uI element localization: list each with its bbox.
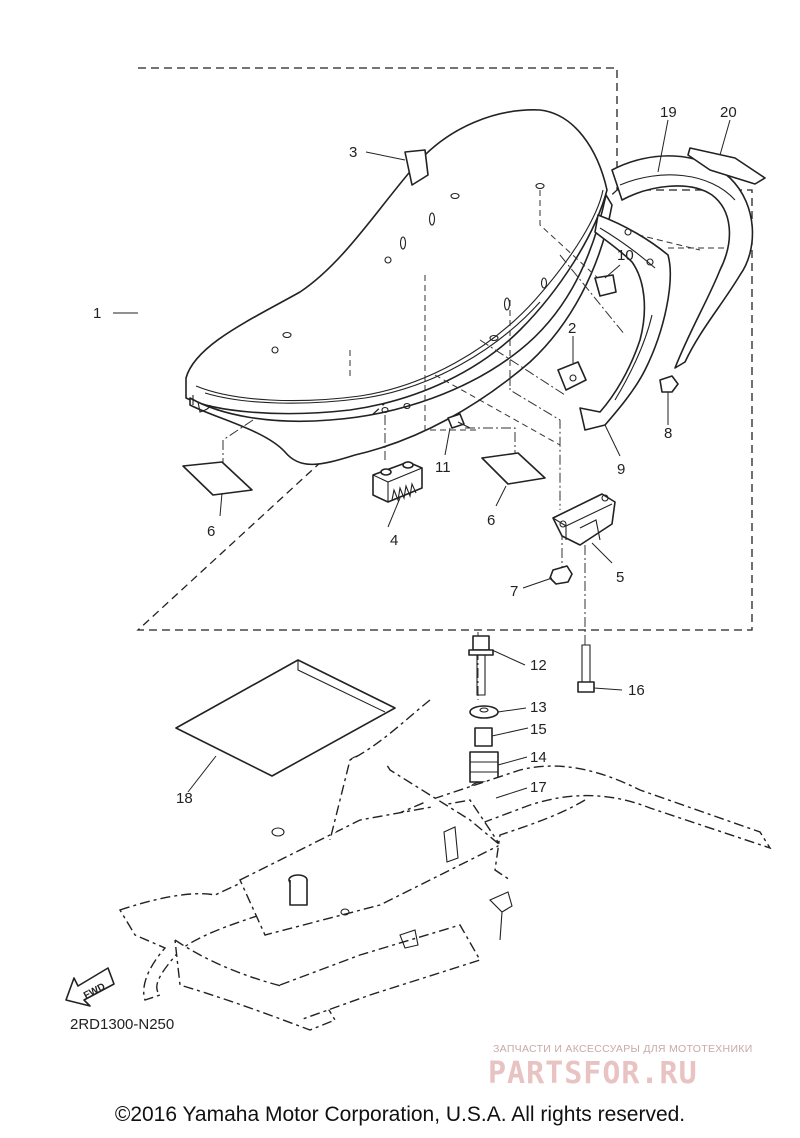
callout-3: 3: [349, 144, 357, 161]
part-6-pad-right: [481, 452, 546, 485]
assembly-hidden-lines: [222, 190, 728, 700]
part-2-bracket: [557, 361, 587, 391]
part-8-nut: [659, 375, 679, 393]
callout-16: 16: [628, 682, 645, 699]
part-6-pad-left: [182, 461, 253, 496]
callout-6-right: 6: [487, 512, 495, 529]
part-16-bolt: [577, 644, 595, 693]
part-19-seat-cowl: [611, 155, 754, 369]
callout-5: 5: [616, 569, 624, 586]
diagram-reference-code: 2RD1300-N250: [70, 1016, 175, 1033]
assembly-boundary: [136, 67, 753, 631]
copyright-notice: ©2016 Yamaha Motor Corporation, U.S.A. A…: [114, 1103, 686, 1126]
leader-lines: [113, 119, 731, 799]
part-12-bolt: [468, 635, 494, 696]
callout-19: 19: [660, 104, 677, 121]
callout-10: 10: [617, 247, 634, 264]
part-9-tail-cover: [579, 214, 671, 431]
callout-17: 17: [530, 779, 547, 796]
part-7-nut: [549, 565, 573, 585]
callout-8: 8: [664, 425, 672, 442]
part-18-sheet: [175, 659, 396, 777]
watermark-logo: PARTSFOR.RU: [488, 1056, 698, 1091]
callout-2: 2: [568, 320, 576, 337]
part-15-collar: [474, 727, 493, 747]
seat: [185, 109, 613, 466]
part-4-damper: [372, 461, 423, 503]
callout-11: 11: [435, 459, 451, 476]
part-11-bolt: [447, 413, 471, 429]
watermark-tagline: ЗАПЧАСТИ И АКСЕССУАРЫ ДЛЯ МОТОТЕХНИКИ: [493, 1043, 753, 1055]
callout-15: 15: [530, 721, 547, 738]
fwd-arrow-icon: FWD: [65, 967, 115, 1007]
frame-outline: [118, 699, 772, 1031]
callout-4: 4: [390, 532, 398, 549]
callout-20: 20: [720, 104, 737, 121]
callout-12: 12: [530, 657, 547, 674]
part-14-damper: [469, 751, 499, 783]
callout-14: 14: [530, 749, 547, 766]
callout-1: 1: [93, 305, 101, 322]
part-20-emblem: [687, 147, 766, 185]
callout-13: 13: [530, 699, 547, 716]
callout-9: 9: [617, 461, 625, 478]
callout-6-left: 6: [207, 523, 215, 540]
part-5-hinge: [552, 493, 616, 546]
callout-7: 7: [510, 583, 518, 600]
callout-18: 18: [176, 790, 193, 807]
part-13-washer: [469, 705, 499, 719]
